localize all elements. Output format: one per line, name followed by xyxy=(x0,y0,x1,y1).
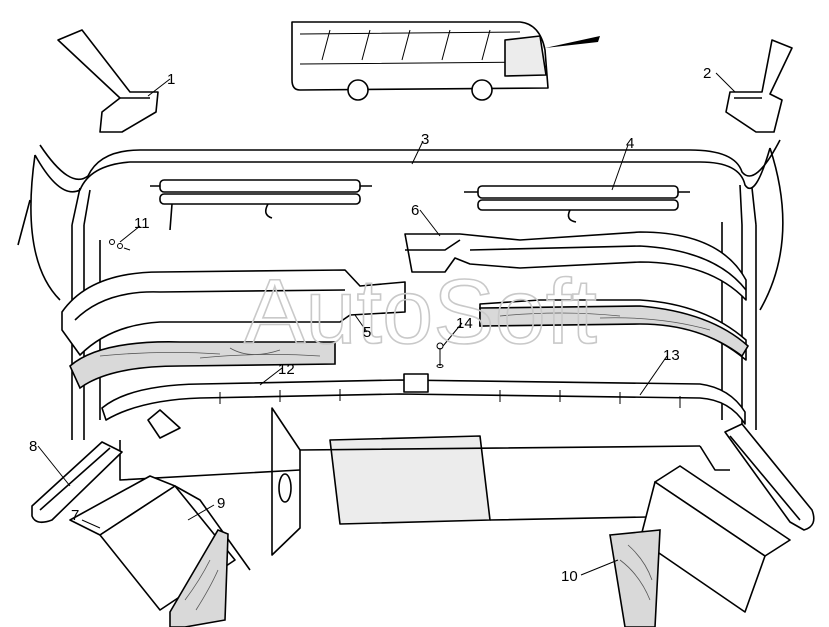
callout-5: 5 xyxy=(363,324,371,341)
part-7-8-9-left-rail xyxy=(31,441,251,627)
callout-2: 2 xyxy=(703,65,711,82)
watermark-text: AutoSoft xyxy=(244,261,597,363)
part-2-right-pillar-trim xyxy=(725,39,793,133)
floor-structure xyxy=(119,407,730,556)
part-12-13-shelf-edge xyxy=(101,373,746,425)
callout-6: 6 xyxy=(411,202,419,219)
callout-11: 11 xyxy=(134,215,150,232)
part-4-curtain-rails xyxy=(150,179,690,231)
callout-10: 10 xyxy=(561,568,578,585)
part-11-screws xyxy=(109,239,131,251)
callout-8: 8 xyxy=(29,438,37,455)
callout-labels: 1 2 3 4 5 6 7 8 9 10 11 12 13 14 xyxy=(29,65,711,585)
callout-13: 13 xyxy=(663,347,680,364)
callout-7: 7 xyxy=(71,507,79,524)
callout-12: 12 xyxy=(278,361,295,378)
front-pointer-arrow xyxy=(545,36,600,48)
callout-14: 14 xyxy=(456,315,473,332)
callout-3: 3 xyxy=(421,131,429,148)
leader-lines xyxy=(37,72,736,576)
callout-4: 4 xyxy=(626,135,634,152)
part-1-left-pillar-trim xyxy=(57,29,159,133)
part-6-upper-duct xyxy=(404,231,747,301)
part-10-right-rail xyxy=(609,423,815,627)
wood-strips-upper xyxy=(69,305,750,390)
bus-silhouette xyxy=(291,21,600,101)
callout-9: 9 xyxy=(217,495,225,512)
callout-1: 1 xyxy=(167,71,175,88)
